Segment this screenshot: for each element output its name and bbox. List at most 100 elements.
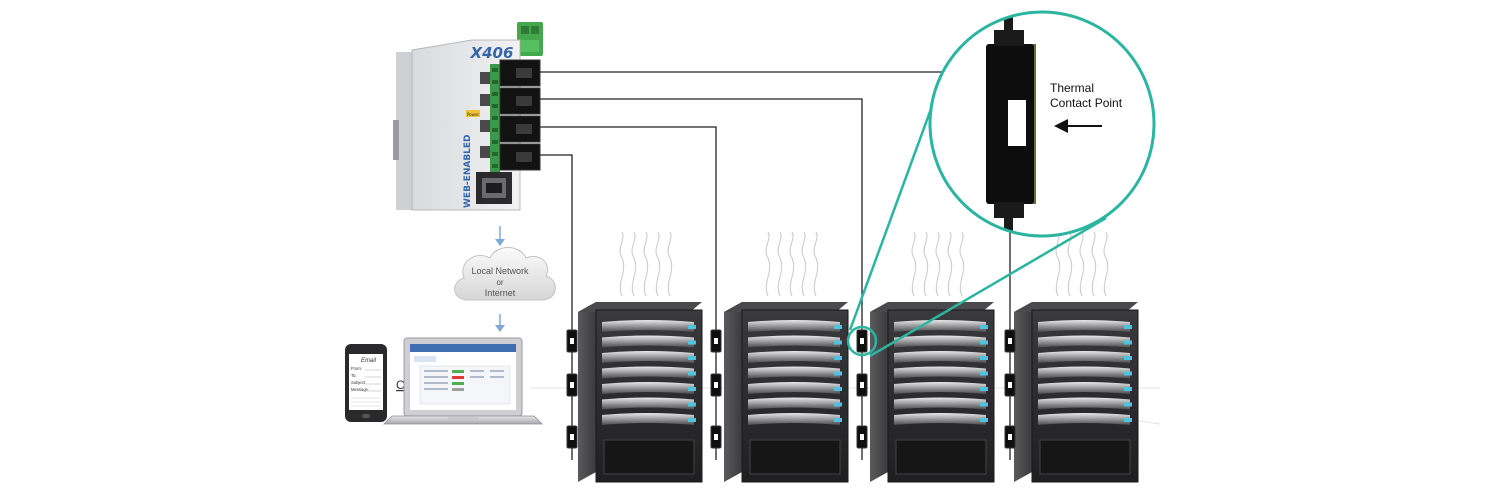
heat-wave — [923, 231, 929, 297]
temperature-sensor — [710, 373, 722, 397]
temperature-sensor — [1004, 425, 1016, 449]
drive-bay — [894, 366, 988, 379]
drive-bay — [602, 382, 696, 394]
cloud-line-2: or — [496, 278, 503, 287]
drive-bay — [1038, 335, 1132, 348]
heat-wave — [813, 231, 819, 297]
drive-led — [980, 402, 988, 407]
x406-controller: X406 Power — [393, 22, 543, 211]
web-enabled-label: WEB-ENABLED — [463, 134, 473, 208]
drive-bay — [602, 366, 696, 379]
drive-bay — [748, 320, 842, 332]
heat-wave — [765, 231, 771, 297]
drive-led — [1124, 371, 1132, 376]
drive-led — [688, 371, 696, 376]
server-rack — [870, 302, 995, 483]
server-rack — [724, 302, 849, 483]
heat-wave — [1079, 231, 1085, 297]
heat-wave — [801, 231, 807, 297]
heat-wave — [947, 231, 953, 297]
temperature-sensor — [566, 425, 578, 449]
drive-led — [834, 371, 842, 376]
inline-sensors — [566, 329, 1016, 449]
server-rack — [1014, 302, 1139, 483]
heat-wave — [935, 231, 941, 297]
drive-led — [1124, 418, 1132, 422]
drive-bay — [602, 335, 696, 348]
phone-field-label: Subject: — [351, 380, 366, 385]
drive-led — [688, 356, 696, 360]
drive-bay — [894, 335, 988, 348]
temperature-sensor — [566, 329, 578, 353]
heat-waves — [619, 231, 1109, 297]
server-rack — [578, 302, 703, 483]
temperature-sensor — [566, 373, 578, 397]
phone-field-label: To: — [351, 373, 357, 378]
drive-led — [688, 418, 696, 422]
drive-led — [980, 340, 988, 345]
drive-led — [834, 387, 842, 391]
drive-bay — [1038, 382, 1132, 394]
temperature-sensor — [856, 329, 868, 353]
sensor-ports — [499, 59, 541, 171]
drive-led — [980, 325, 988, 329]
callout-text-line-2: Contact Point — [1050, 96, 1123, 110]
network-cloud: Local Network or Internet — [454, 247, 556, 301]
drive-led — [980, 371, 988, 376]
smartphone: Email From:To:Subject:Message: — [345, 344, 387, 422]
drive-bay — [894, 382, 988, 394]
server-racks — [578, 302, 1139, 483]
phone-field-label: From: — [351, 366, 362, 371]
network-arrows — [495, 226, 505, 332]
drive-bay — [748, 366, 842, 379]
heat-wave — [1055, 231, 1061, 297]
drive-bay — [1038, 413, 1132, 425]
drive-bay — [602, 351, 696, 363]
laptop — [383, 337, 543, 425]
thermal-contact-window — [1008, 100, 1026, 146]
drive-led — [1124, 387, 1132, 391]
heat-wave — [655, 231, 661, 297]
temperature-sensor — [1004, 329, 1016, 353]
heat-wave — [631, 231, 637, 297]
heat-wave — [1091, 231, 1097, 297]
drive-led — [1124, 356, 1132, 360]
temperature-sensor — [856, 425, 868, 449]
drive-led — [834, 402, 842, 407]
drive-led — [688, 387, 696, 391]
drive-led — [834, 325, 842, 329]
drive-led — [834, 340, 842, 345]
phone-field-label: Message: — [351, 387, 369, 392]
drive-led — [688, 325, 696, 329]
heat-wave — [667, 231, 673, 297]
callout-arrow — [1054, 119, 1102, 133]
drive-bay — [602, 397, 696, 410]
drive-bay — [1038, 351, 1132, 363]
drive-bay — [894, 397, 988, 410]
temperature-sensor — [710, 329, 722, 353]
drive-bay — [1038, 320, 1132, 332]
heat-wave — [911, 231, 917, 297]
svg-text:Power: Power — [467, 112, 479, 117]
model-label: X406 — [470, 44, 514, 62]
drive-led — [834, 418, 842, 422]
heat-wave — [643, 231, 649, 297]
drive-bay — [894, 351, 988, 363]
drive-bay — [748, 397, 842, 410]
power-badge — [466, 110, 480, 117]
drive-led — [834, 356, 842, 360]
temperature-sensor — [856, 373, 868, 397]
wire-4 — [538, 154, 573, 460]
laptop-screen-table — [419, 365, 511, 405]
callout-source-circle — [846, 325, 878, 357]
heat-wave — [1103, 231, 1109, 297]
phone-email-fields: From: To: Subject: Message: — [351, 366, 381, 407]
drive-bay — [748, 382, 842, 394]
drive-bay — [894, 413, 988, 425]
drive-bay — [748, 351, 842, 363]
drive-led — [980, 418, 988, 422]
cloud-line-3: Internet — [485, 288, 516, 298]
heat-wave — [1067, 231, 1073, 297]
drive-led — [980, 387, 988, 391]
